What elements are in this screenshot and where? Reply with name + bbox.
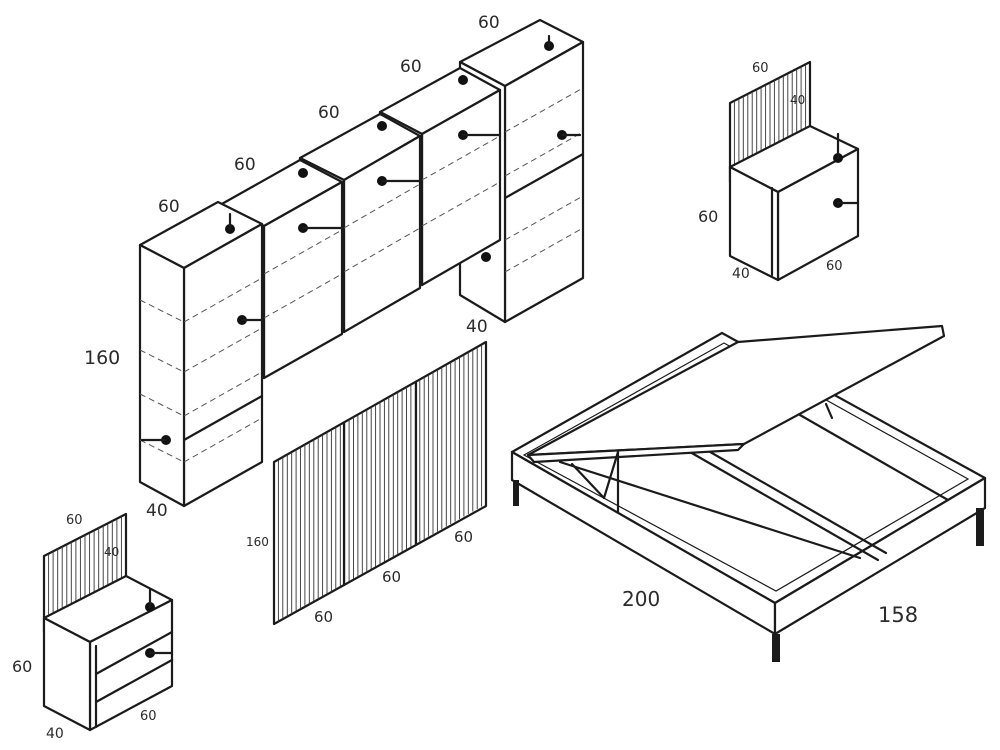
headboard-slats — [277, 344, 483, 622]
dim-ns-top-depth: 40 — [732, 266, 750, 282]
dim-ns-top-width: 60 — [826, 259, 843, 274]
dim-ns-top-panel-height: 40 — [790, 93, 805, 107]
dim-wardrobe-depth: 40 — [146, 501, 168, 521]
dim-wardrobe-height: 160 — [84, 347, 120, 369]
headboard — [272, 340, 488, 626]
dim-headboard-panel-3: 60 — [454, 528, 473, 546]
dim-ns-bottom-panel-width: 60 — [66, 513, 83, 528]
wardrobe-group — [138, 18, 585, 508]
dim-wardrobe-1-width: 60 — [158, 197, 180, 217]
nightstand-bottom — [42, 512, 174, 732]
dim-ns-top-height: 60 — [698, 207, 718, 226]
dim-bed-width: 158 — [878, 603, 918, 627]
dim-wardrobe-5-width: 60 — [478, 13, 500, 33]
dimension-labels: 60 60 60 60 60 160 40 40 160 60 60 60 60… — [12, 13, 918, 742]
dim-ns-bottom-depth: 40 — [46, 726, 64, 742]
dim-ns-top-panel-width: 60 — [752, 61, 769, 76]
dim-wardrobe-3-width: 60 — [318, 103, 340, 123]
dim-headboard-height: 160 — [246, 535, 269, 549]
dim-bed-length: 200 — [622, 587, 660, 611]
dim-ns-bottom-height: 60 — [12, 657, 32, 676]
dim-wardrobe-4-width: 60 — [400, 57, 422, 77]
nightstand-top — [728, 60, 860, 282]
dim-wardrobe-2-width: 60 — [234, 155, 256, 175]
storage-bed — [510, 324, 987, 662]
dim-headboard-panel-2: 60 — [382, 568, 401, 586]
dim-ns-bottom-width: 60 — [140, 709, 157, 724]
wardrobe-module-1 — [138, 200, 264, 508]
dim-headboard-panel-1: 60 — [314, 608, 333, 626]
dim-wardrobe-depth-rear: 40 — [466, 317, 488, 337]
dim-ns-bottom-panel-height: 40 — [104, 545, 119, 559]
